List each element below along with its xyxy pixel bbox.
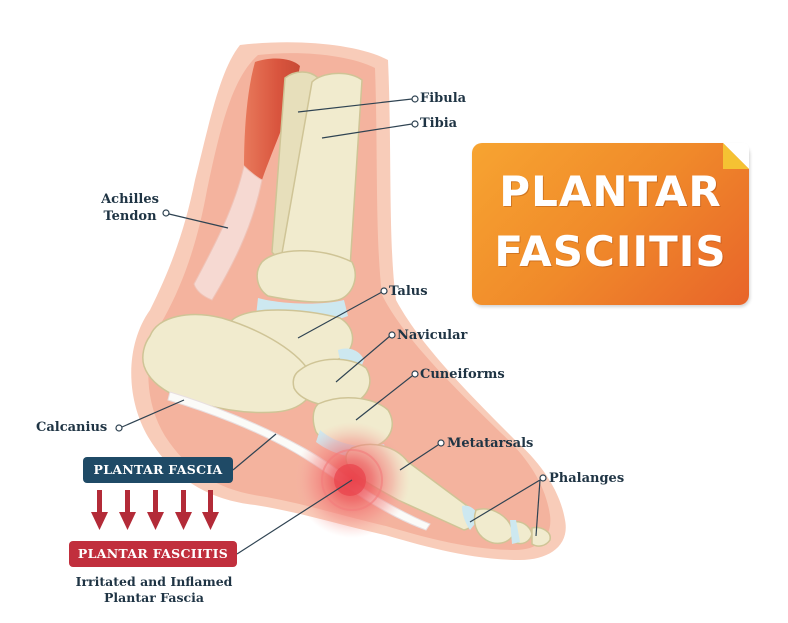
plantar-fasciitis-badge: PLANTAR FASCIITIS	[69, 541, 237, 567]
leader-calcanius	[121, 399, 185, 428]
title-line-1: PLANTAR	[499, 167, 722, 216]
phalanx-proximal	[473, 508, 515, 545]
title-box: PLANTAR FASCIITIS	[472, 143, 749, 305]
label-tibia: Tibia	[420, 116, 458, 131]
leader-talus	[297, 291, 383, 339]
leader-tibia	[321, 123, 413, 139]
leader-navicular	[335, 335, 391, 383]
title-line-2: FASCIITIS	[494, 227, 727, 276]
label-metatarsals: Metatarsals	[447, 436, 534, 451]
inflammation-core	[334, 464, 366, 496]
leader-cuneiforms	[355, 375, 413, 421]
achilles-tendon	[193, 165, 263, 301]
inflammation-ring	[321, 449, 383, 511]
label-cuneiforms: Cuneiforms	[420, 367, 505, 382]
plantar-fascia-badge: PLANTAR FASCIA	[83, 457, 233, 483]
caption: Irritated and Inflamed Plantar Fascia	[64, 574, 244, 606]
label-phalanges: Phalanges	[549, 471, 625, 486]
leader-dot-calcanius	[115, 424, 123, 432]
caption-line-1: Irritated and Inflamed	[75, 574, 233, 589]
label-navicular: Navicular	[397, 328, 468, 343]
calcaneus-bone	[142, 313, 314, 414]
leader-metatarsals	[399, 444, 439, 471]
arrow-icon	[175, 490, 192, 530]
leader-dot-achilles	[162, 209, 170, 217]
metatarsal-joint-cartilage	[462, 505, 478, 530]
leader-dot-tibia	[411, 120, 419, 128]
label-achilles-2: Tendon	[103, 209, 157, 224]
label-talus: Talus	[389, 284, 428, 299]
leader-phalanges-1	[469, 479, 541, 523]
leader-dot-fibula	[411, 95, 419, 103]
arrow-icon	[147, 490, 164, 530]
leader-dot-cuneiforms	[411, 370, 419, 378]
leader-dot-metatarsals	[437, 439, 445, 447]
leader-plantar-fasciitis	[236, 479, 353, 555]
leader-plantar-fascia	[232, 433, 277, 471]
label-achilles-1: Achilles	[101, 192, 159, 207]
caption-line-2: Plantar Fascia	[104, 590, 204, 605]
leader-phalanges-2	[535, 479, 541, 537]
phalanx-cartilage	[510, 520, 520, 544]
leader-achilles	[168, 213, 229, 229]
leader-dot-navicular	[388, 331, 396, 339]
downward-arrows	[91, 490, 219, 530]
folded-corner-icon	[723, 143, 749, 169]
arrow-icon	[202, 490, 219, 530]
label-calcanius: Calcanius	[36, 420, 108, 435]
leader-dot-phalanges	[539, 474, 547, 482]
leader-fibula	[297, 98, 413, 113]
arrow-icon	[91, 490, 108, 530]
tibia-condyle	[256, 250, 356, 303]
label-fibula: Fibula	[420, 91, 467, 106]
leader-dot-talus	[380, 287, 388, 295]
arrow-icon	[119, 490, 136, 530]
